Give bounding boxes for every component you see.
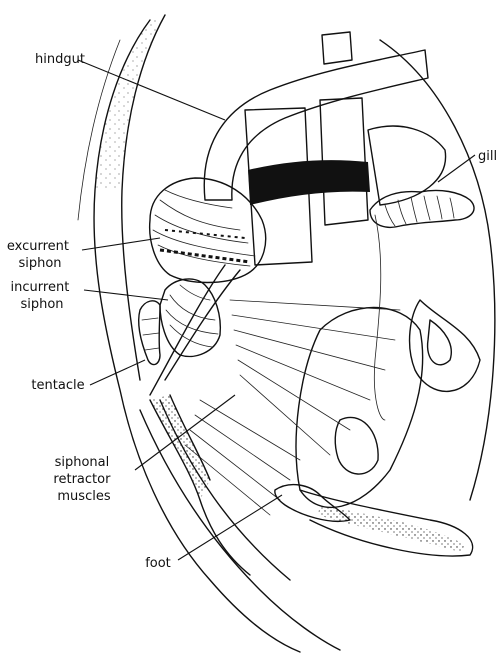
gill [370,190,474,420]
excurrent-siphon [150,178,266,283]
tentacles [139,301,160,365]
label-incurrent-line-2: siphon [20,297,63,312]
foot [150,395,350,575]
label-excurrent-line-2: siphon [18,256,61,271]
label-tentacle: tentacle [31,378,84,393]
retractor-muscle-fan [150,265,400,515]
label-excurrent-line-1: excurrent [7,239,69,254]
label-retractor-line-1: siphonal [55,455,110,470]
label-retractor-line-2: retractor [53,472,111,487]
excurrent-siphon-leader [82,238,160,250]
label-foot: foot [145,556,171,571]
labels: hindgut gill excurrent siphon incurrent … [7,52,497,571]
label-incurrent-line-1: incurrent [11,280,70,295]
svg-text:excurrent siphon: excurrent siphon [7,239,73,271]
svg-text:incurrent siphon: incurrent siphon [11,280,74,312]
mantle-outline [78,15,340,652]
label-retractor-line-3: muscles [57,489,110,504]
incurrent-siphon [160,279,220,356]
incurrent-siphon-leader [84,290,168,300]
svg-text:siphonal retractor: siphonal retractor muscles [53,455,114,504]
label-gill: gill [478,149,497,164]
visceral-mass [296,40,495,556]
foot-leader [178,495,282,560]
label-hindgut: hindgut [35,52,85,67]
hindgut-leader [78,60,225,120]
